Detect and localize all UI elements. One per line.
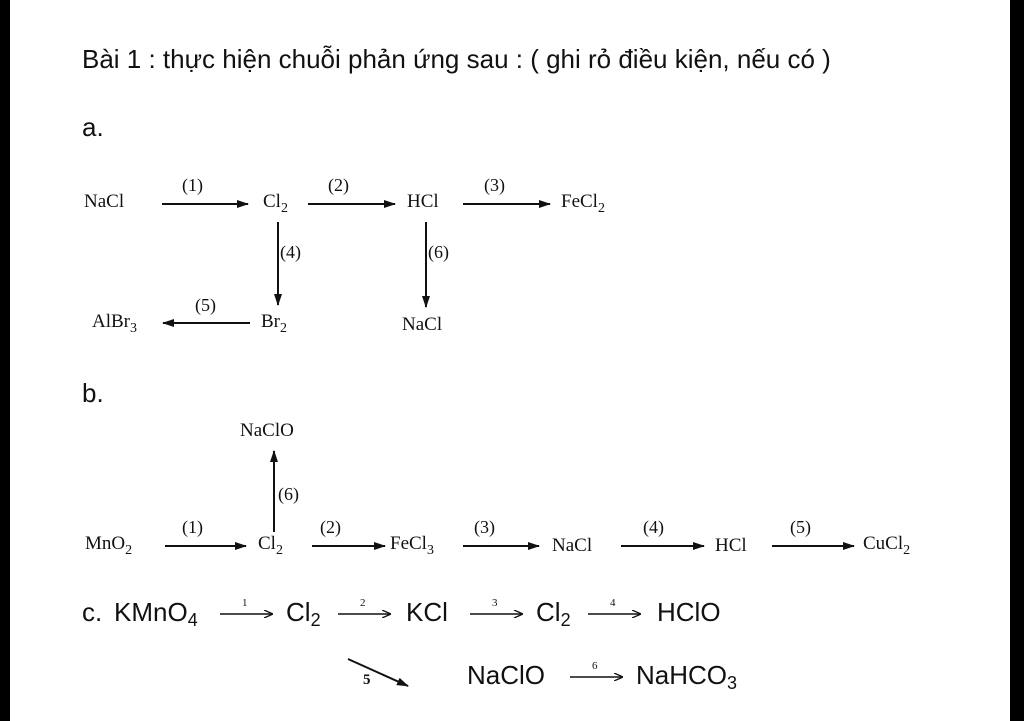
arrow-c5 (347, 658, 409, 687)
b-mno2: MnO2 (85, 533, 133, 558)
c-hclo: HClO (657, 597, 721, 627)
c-nahco3: NaHCO3 (636, 660, 738, 693)
a-hcl: HCl (407, 191, 439, 212)
c-kcl: KCl (406, 597, 448, 627)
part-c-label: c. (82, 597, 103, 627)
a-albr3: AlBr3 (92, 311, 137, 336)
a-step-4: (4) (280, 242, 301, 262)
c-step-5: 5 (363, 672, 371, 688)
part-a-label: a. (82, 112, 104, 142)
a-nacl-start: NaCl (84, 191, 125, 212)
c-step-3: 3 (492, 597, 498, 609)
b-step-2: (2) (320, 517, 341, 537)
a-br2: Br2 (261, 311, 287, 336)
part-b-label: b. (82, 378, 104, 408)
a-nacl-end: NaCl (402, 314, 443, 335)
c-step-1: 1 (242, 597, 248, 609)
a-step-3: (3) (484, 175, 505, 195)
exercise-title: Bài 1 : thực hiện chuỗi phản ứng sau : (… (82, 44, 831, 74)
c-step-2: 2 (360, 597, 366, 609)
c-step-4: 4 (610, 597, 616, 609)
c-cl2-a: Cl2 (286, 597, 321, 630)
a-cl2: Cl2 (263, 191, 288, 216)
c-kmno4: KMnO4 (114, 597, 198, 630)
b-hcl: HCl (715, 535, 747, 556)
a-fecl2: FeCl2 (561, 191, 605, 216)
c-cl2-b: Cl2 (536, 597, 571, 630)
a-step-1: (1) (182, 175, 203, 195)
b-step-3: (3) (474, 517, 495, 537)
b-step-6: (6) (278, 484, 299, 504)
c-naclo: NaClO (467, 660, 546, 690)
b-step-4: (4) (643, 517, 664, 537)
worksheet-page: Bài 1 : thực hiện chuỗi phản ứng sau : (… (10, 0, 1010, 721)
b-step-1: (1) (182, 517, 203, 537)
b-nacl: NaCl (552, 535, 593, 556)
b-step-5: (5) (790, 517, 811, 537)
a-step-2: (2) (328, 175, 349, 195)
b-naclo: NaClO (240, 420, 294, 441)
c-step-6: 6 (592, 660, 598, 672)
b-fecl3: FeCl3 (390, 533, 434, 558)
b-cl2: Cl2 (258, 533, 283, 558)
b-cucl2: CuCl2 (863, 533, 911, 558)
a-step-6: (6) (428, 242, 449, 262)
reaction-arrows (162, 200, 855, 687)
a-step-5: (5) (195, 295, 216, 315)
